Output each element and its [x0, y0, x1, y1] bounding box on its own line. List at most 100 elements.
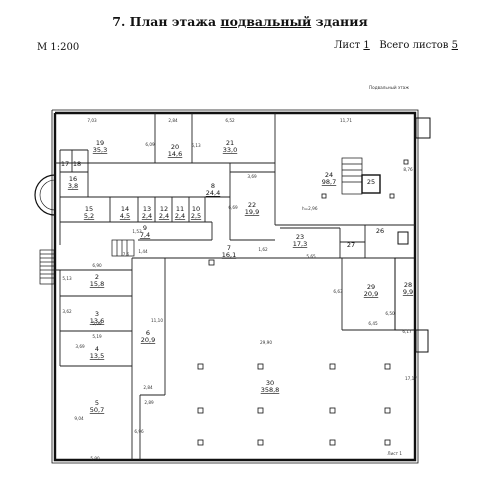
sheets-total: 5	[451, 40, 458, 51]
room-number-17: 17	[61, 160, 69, 168]
room-number-4: 4	[95, 345, 99, 353]
sheet-number: 1	[363, 40, 370, 51]
room-number-25: 25	[367, 178, 375, 186]
dimension-label: 6,69	[228, 205, 238, 210]
room-number-16: 16	[69, 175, 77, 183]
dimension-label: 8,76	[403, 167, 413, 172]
dimension-label: 6,45	[368, 321, 378, 326]
room-number-8: 8	[211, 182, 215, 190]
outer-walls	[51, 109, 419, 464]
room-area-8: 24,4	[206, 189, 220, 197]
room-number-12: 12	[160, 205, 168, 213]
dimension-label: 6,09	[145, 142, 155, 147]
footer-sheet-label: Лист 1	[387, 451, 402, 456]
dimension-label: 5,13	[62, 276, 72, 281]
columns	[197, 159, 409, 446]
room-number-11: 11	[176, 205, 184, 213]
room-number-20: 20	[171, 143, 179, 151]
room-number-18: 18	[73, 160, 81, 168]
room-area-14: 4,5	[120, 212, 130, 220]
dimension-label: 3,69	[247, 174, 257, 179]
room-area-5: 50,7	[90, 406, 104, 414]
dimension-label: 9,04	[74, 416, 84, 421]
dimension-label: 2,89	[144, 400, 154, 405]
room-area-30: 358,8	[261, 386, 280, 394]
sheet-info: Лист 1 Всего листов 5	[334, 40, 458, 51]
floor-label: Подвальный этаж	[369, 85, 409, 90]
right-annexes	[394, 117, 431, 353]
room-area-20: 14,6	[168, 150, 182, 158]
dimension-label: 6,63	[333, 289, 343, 294]
dimension-label: 11,10	[151, 318, 163, 323]
title-prefix: 7. План этажа	[112, 14, 217, 29]
title-suffix: здания	[315, 14, 368, 29]
room-area-13: 2,4	[142, 212, 152, 220]
sheets-total-label: Всего листов	[379, 40, 449, 51]
dimension-label: 6,17	[402, 329, 412, 334]
room-area-21: 33,0	[223, 146, 237, 154]
room-number-14: 14	[121, 205, 129, 213]
room-area-3: 13,6	[90, 317, 104, 325]
room-area-24: 98,7	[322, 178, 336, 186]
room-area-15: 5,2	[84, 212, 94, 220]
room-area-9: 7,4	[140, 231, 150, 239]
room-area-12: 2,4	[159, 212, 169, 220]
room-area-2: 15,8	[90, 280, 104, 288]
room-number-23: 23	[296, 233, 304, 241]
stair-block-24	[341, 157, 381, 195]
room-area-23: 17,3	[293, 240, 307, 248]
room-area-22: 19,9	[245, 208, 259, 216]
room-area-19: 35,3	[93, 146, 107, 154]
sheet-label: Лист	[334, 40, 361, 51]
dimension-label: 1,53	[132, 229, 142, 234]
room-number-9: 9	[143, 224, 147, 232]
room-number-29: 29	[367, 283, 375, 291]
room-number-3: 3	[95, 310, 99, 318]
room-number-24: 24	[325, 171, 333, 179]
height-note: h=2,96	[302, 206, 318, 211]
dimension-label: 5,65	[306, 254, 316, 259]
dimension-label: 29,90	[260, 340, 272, 345]
room-number-22: 22	[248, 201, 256, 209]
room-area-29: 20,9	[364, 290, 378, 298]
interior-walls	[55, 113, 415, 460]
room-number-7: 7	[227, 244, 231, 252]
dimension-label: 2,84	[143, 385, 153, 390]
dimension-label: 5,19	[92, 334, 102, 339]
dimension-label: 11,71	[340, 118, 352, 123]
room-number-30: 30	[266, 379, 274, 387]
room-area-11: 2,4	[175, 212, 185, 220]
entrance-semicircle	[34, 174, 56, 216]
room-number-27: 27	[347, 241, 355, 249]
room-number-15: 15	[85, 205, 93, 213]
dimension-label: 6,13	[191, 143, 201, 148]
room-number-26: 26	[376, 227, 384, 235]
room-area-10: 2,5	[191, 212, 201, 220]
dimension-label: 1,62	[258, 247, 268, 252]
dimension-label: 3,69	[75, 344, 85, 349]
scale-label: М 1:200	[37, 42, 80, 53]
dimension-label: 7,03	[87, 118, 97, 123]
room-number-13: 13	[143, 205, 151, 213]
dimension-label: 6,96	[134, 429, 144, 434]
left-stairs	[39, 239, 135, 285]
room-number-5: 5	[95, 399, 99, 407]
room-number-10: 10	[192, 205, 200, 213]
room-number-6: 6	[146, 329, 150, 337]
dimension-label: 6,90	[92, 263, 102, 268]
room-number-19: 19	[96, 139, 104, 147]
room-number-28: 28	[404, 281, 412, 289]
dimension-label: 17,17	[405, 376, 417, 381]
room-area-16: 3,8	[68, 182, 78, 190]
room-area-28: 9,9	[403, 288, 413, 296]
plan-title: 7. План этажа подвальный здания	[0, 14, 480, 29]
dimension-label: 7,6	[123, 252, 130, 257]
dimension-label: 2,84	[168, 118, 178, 123]
dimension-label: 6,52	[225, 118, 235, 123]
room-number-2: 2	[95, 273, 99, 281]
dimension-label: 5,09	[92, 321, 102, 326]
dimension-label: 6,50	[385, 311, 395, 316]
dimension-label: 5,90	[90, 456, 100, 461]
